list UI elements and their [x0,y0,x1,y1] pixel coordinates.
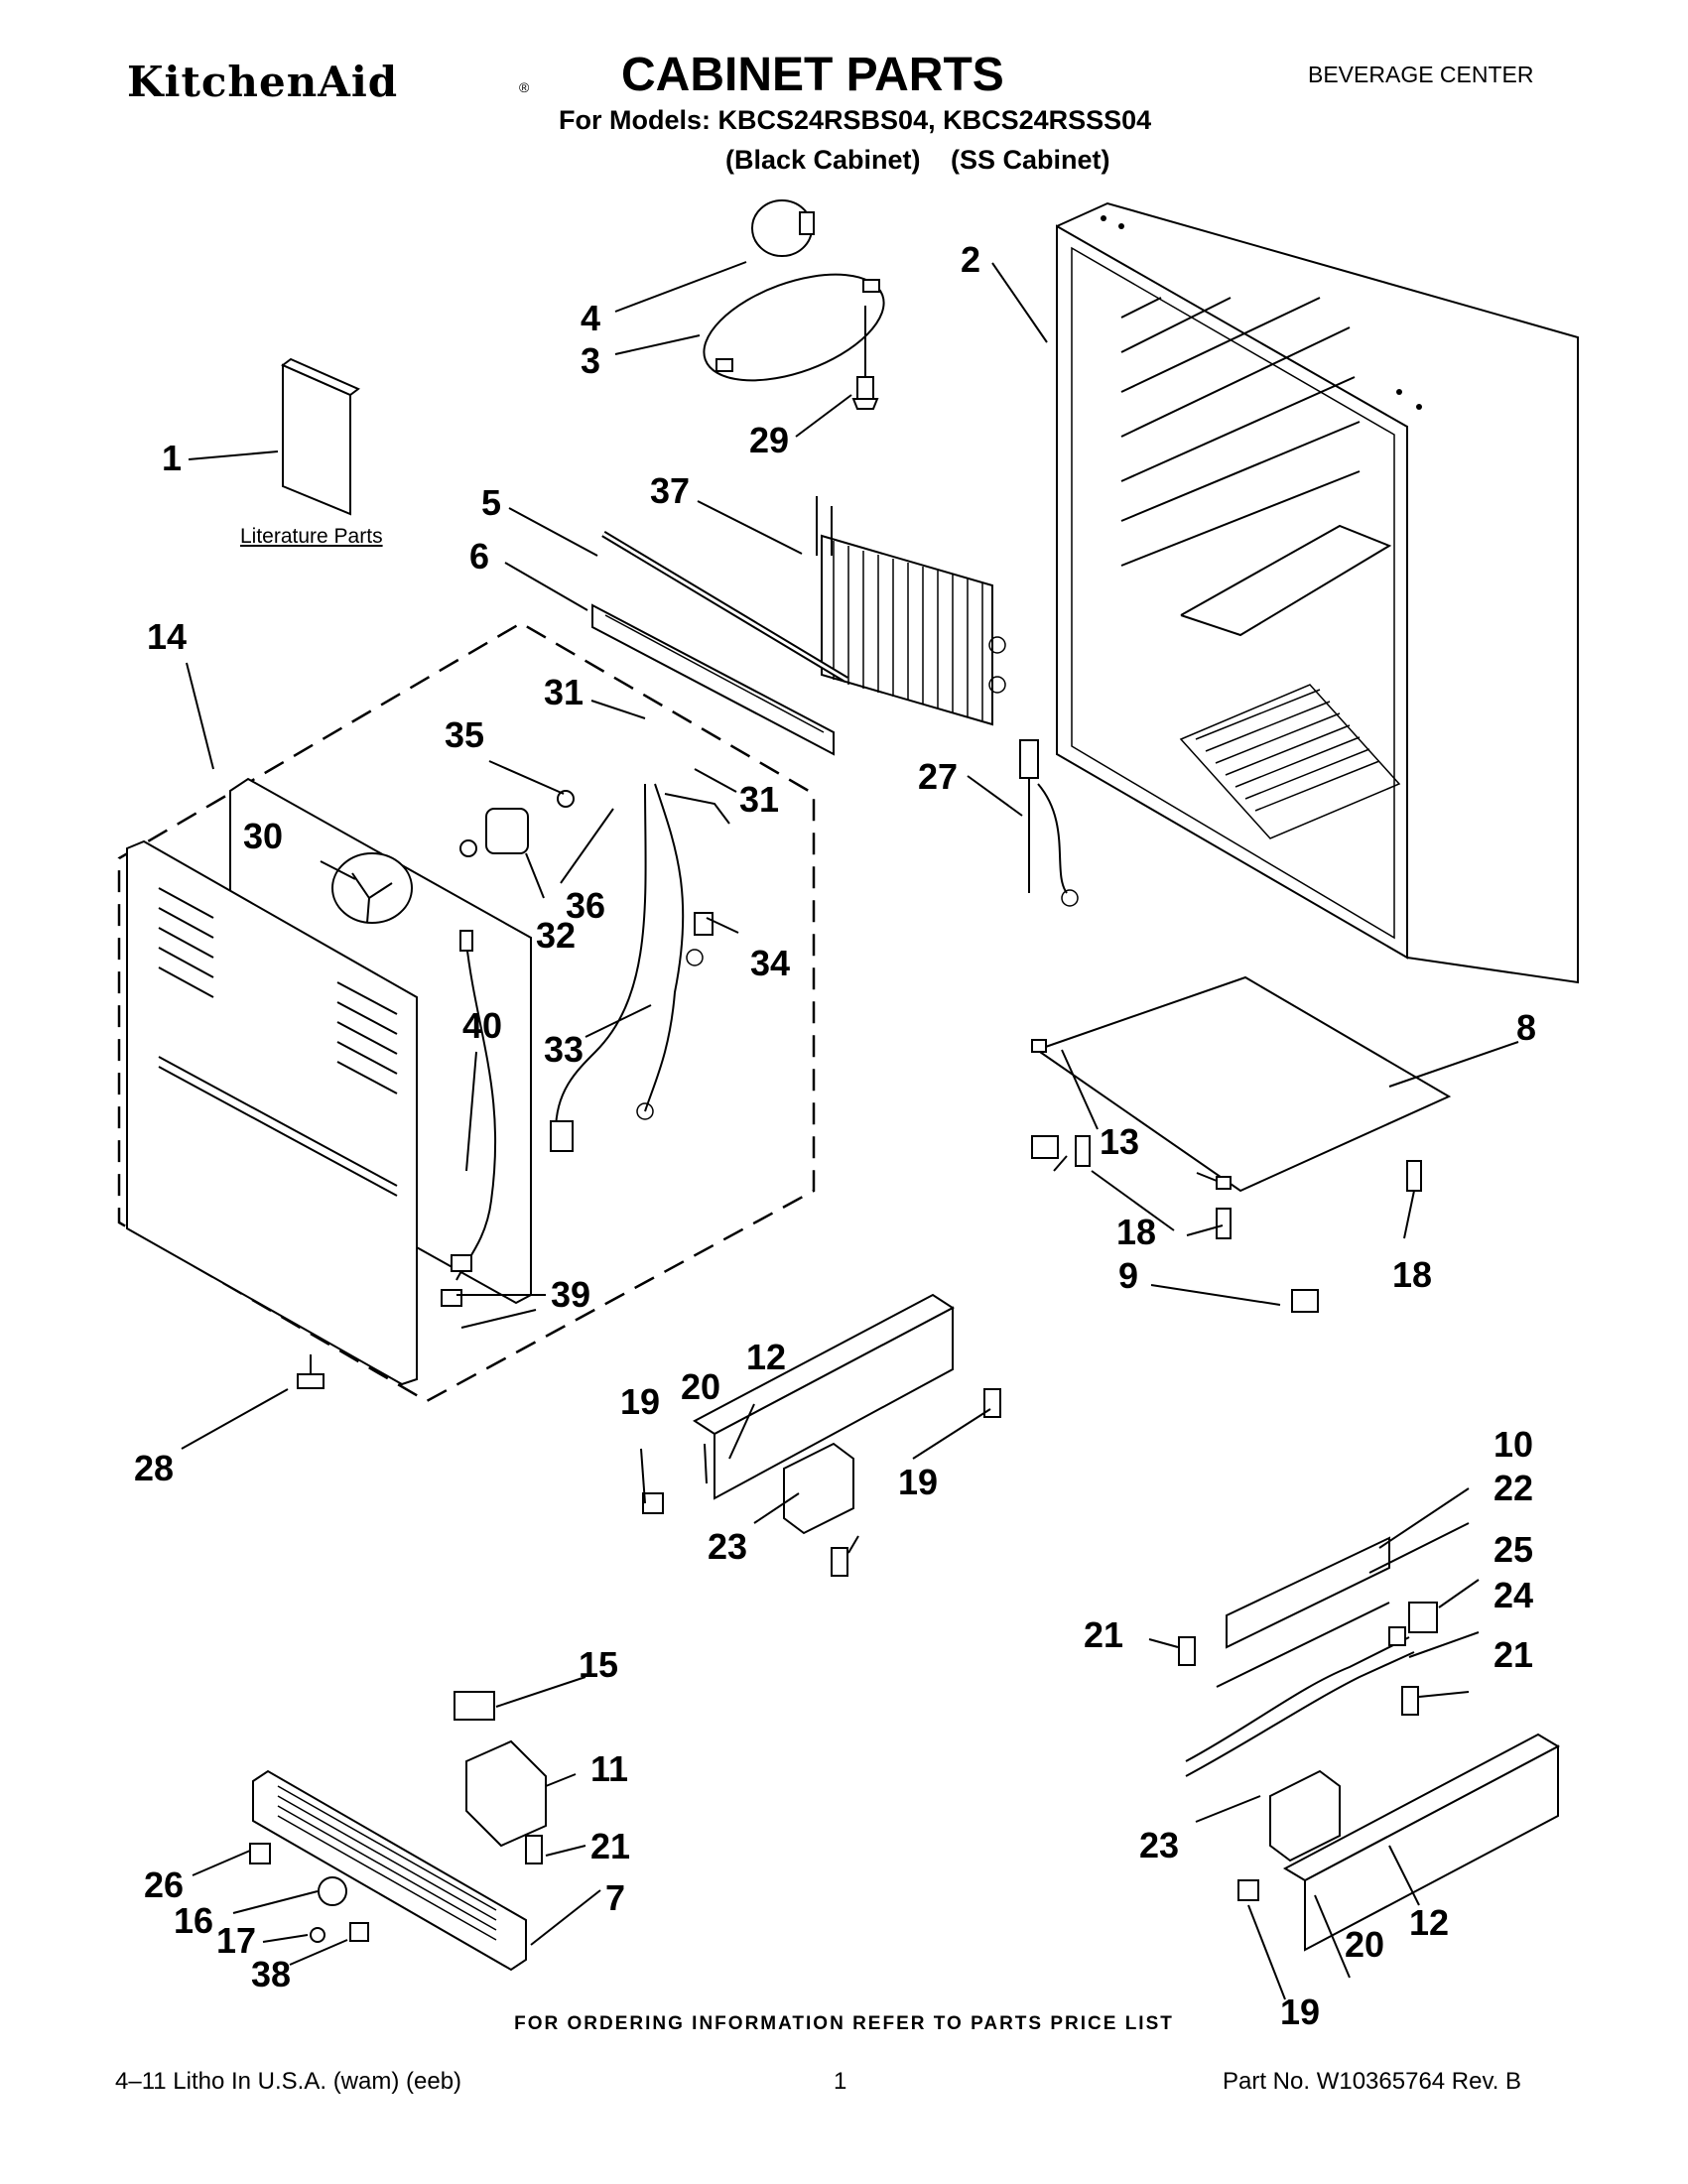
callout-25: 25 [1493,1529,1533,1570]
callout-7: 7 [605,1877,625,1918]
callout-33: 33 [544,1029,584,1070]
toe-bracket-right [1216,1536,1390,1688]
callout-14: 14 [147,616,187,657]
wiring-harness [550,783,730,1152]
leader-lines [181,261,1519,2000]
model-list: For Models: KBCS24RSBS04, KBCS24RSSS04 [559,105,1152,135]
callout-18-right: 18 [1392,1254,1432,1295]
callout-23-right: 23 [1139,1825,1179,1865]
callout-35: 35 [445,714,484,755]
page-number: 1 [834,2068,847,2095]
page-title: CABINET PARTS [621,49,1004,101]
callout-13: 13 [1100,1121,1139,1162]
callout-22: 22 [1493,1468,1533,1508]
callout-17: 17 [216,1920,256,1961]
thermistor [1019,739,1079,907]
callout-37: 37 [650,470,690,511]
callout-23-center: 23 [708,1526,747,1567]
callout-15: 15 [579,1644,618,1685]
callout-4: 4 [581,298,600,338]
callout-12-right: 12 [1409,1902,1449,1943]
callout-31-right: 31 [739,779,779,820]
shield-screw [851,306,879,410]
callout-38: 38 [251,1954,291,1994]
callout-40: 40 [462,1005,502,1046]
callout-30: 30 [243,816,283,856]
callout-5: 5 [481,482,501,523]
ordering-note: FOR ORDERING INFORMATION REFER TO PARTS … [514,2013,1174,2034]
thermistor-wire [441,930,497,1307]
bracket-center [693,1293,955,1535]
callout-36: 36 [566,885,605,926]
callout-11: 11 [590,1748,628,1789]
callout-32: 32 [536,915,576,956]
callout-39: 39 [551,1274,590,1315]
callout-19-center: 19 [620,1381,660,1422]
front-grille [252,1769,527,1972]
callout-34: 34 [750,943,790,983]
callout-19-lower: 19 [1280,1991,1320,2032]
callout-9: 9 [1118,1255,1138,1296]
control-knob-parts [249,1843,369,1943]
cabinet-shell [1056,201,1579,984]
callout-6: 6 [469,536,489,577]
callout-19-right: 19 [898,1462,938,1502]
product-category: BEVERAGE CENTER [1308,62,1534,87]
callout-10: 10 [1493,1424,1533,1465]
callout-21-left: 21 [1084,1614,1123,1655]
part-number: Part No. W10365764 Rev. B [1223,2068,1522,2095]
literature-parts-label: Literature Parts [240,525,383,548]
callout-24: 24 [1493,1575,1533,1615]
callout-26: 26 [144,1864,184,1905]
literature-booklet [281,357,360,516]
control-housing [454,1691,547,1864]
callout-31-top: 31 [544,672,584,712]
bracket-lower-right [1269,1733,1561,1952]
brand-logo: KitchenAid [127,58,399,106]
callout-21-grille: 21 [590,1826,630,1866]
light-shield [703,273,885,382]
fan-motor [459,790,575,857]
registered-mark: ® [519,79,530,95]
callout-2: 2 [961,239,980,280]
rear-access-panel [126,839,418,1386]
variant-ss-label: (SS Cabinet) [951,145,1110,175]
drain-trough-rod [601,530,848,684]
base-pan [1031,975,1452,1193]
callout-29: 29 [749,420,789,460]
light-bulb [751,199,815,257]
callout-27: 27 [918,756,958,797]
panel-assembly-outline [117,621,816,1403]
power-harness [1185,1602,1438,1777]
defrost-heater [591,603,835,756]
callout-1: 1 [162,438,182,478]
callout-12-center: 12 [746,1337,786,1377]
callout-20-center: 20 [681,1366,720,1407]
callout-18-left: 18 [1116,1212,1156,1252]
callout-28: 28 [134,1448,174,1488]
print-info: 4–11 Litho In U.S.A. (wam) (eeb) [115,2068,462,2095]
panel-screw [297,1354,325,1389]
variant-black-label: (Black Cabinet) [725,145,921,175]
evaporator [816,496,1006,726]
callout-20-right: 20 [1345,1924,1384,1965]
leveling-legs [1031,1135,1422,1313]
bracket-screws-right [1178,1636,1419,1901]
callout-8: 8 [1516,1007,1536,1048]
callout-16: 16 [174,1900,213,1941]
callout-3: 3 [581,340,600,381]
callout-labels: 1 2 3 4 29 5 37 6 14 31 35 31 27 30 36 3… [134,239,1536,2032]
callout-21-right: 21 [1493,1634,1533,1675]
